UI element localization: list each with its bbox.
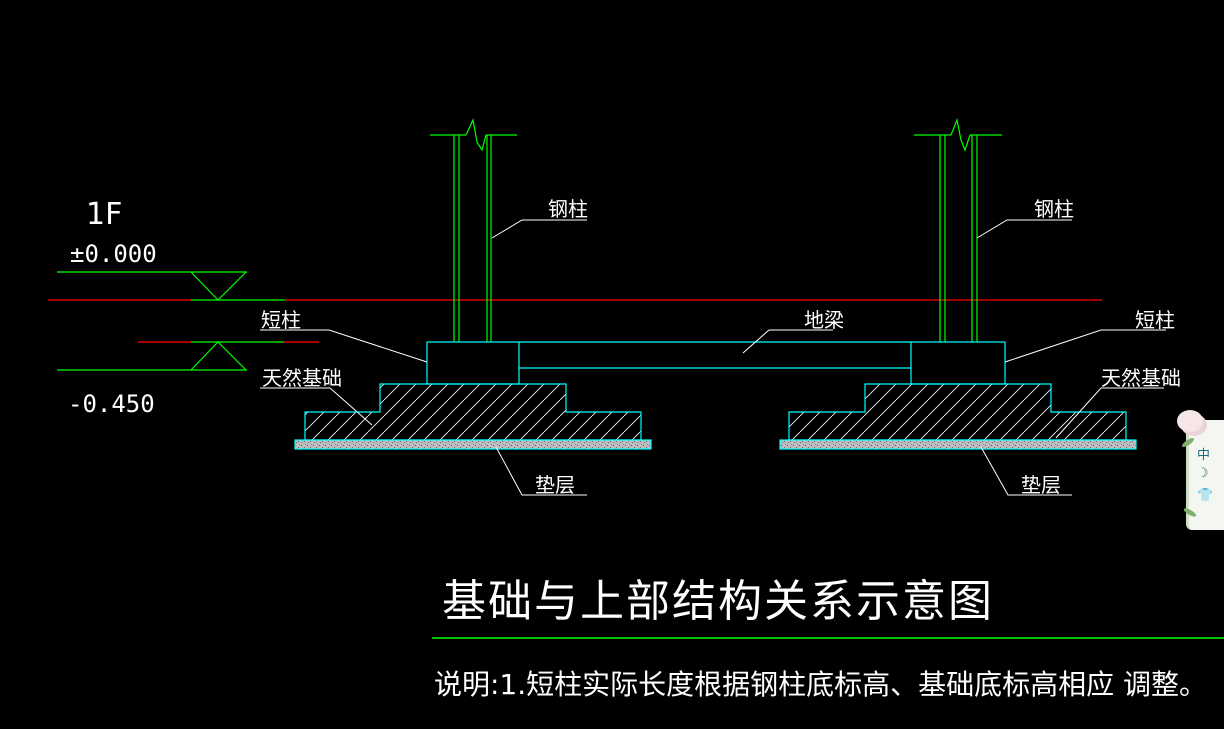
elevation-markers: 1F ±0.000 -0.450 bbox=[48, 197, 1102, 418]
label-short-column-left: 短柱 bbox=[261, 308, 301, 332]
label-cushion-left: 垫层 bbox=[535, 473, 575, 497]
short-column-right bbox=[910, 341, 1006, 385]
break-line-icon bbox=[465, 118, 487, 152]
left-foundation-assembly bbox=[294, 118, 652, 450]
elevation-bottom-triangle bbox=[190, 341, 247, 371]
label-ground-beam: 地梁 bbox=[804, 308, 844, 332]
drawing-note: 说明:1.短柱实际长度根据钢柱底标高、基础底标高相应 调整。 bbox=[434, 668, 1207, 701]
label-steel-column-left: 钢柱 bbox=[548, 197, 588, 221]
elevation-bottom-label: -0.450 bbox=[68, 390, 155, 418]
shirt-icon[interactable]: 👕 bbox=[1197, 488, 1214, 503]
short-column-left bbox=[426, 341, 520, 385]
ground-beam bbox=[519, 341, 911, 369]
label-cushion-right: 垫层 bbox=[1021, 473, 1061, 497]
break-line-icon bbox=[950, 117, 971, 152]
steel-column-left bbox=[430, 118, 517, 342]
cushion-left bbox=[294, 439, 652, 450]
leaders bbox=[260, 219, 1166, 496]
right-foundation-assembly bbox=[779, 117, 1137, 450]
natural-foundation-left bbox=[304, 383, 642, 441]
flower-decoration-icon bbox=[1177, 410, 1203, 432]
label-steel-column-right: 钢柱 bbox=[1034, 197, 1074, 221]
labels: 钢柱 短柱 天然基础 垫层 地梁 钢柱 短柱 天然基础 垫层 bbox=[261, 197, 1181, 497]
natural-foundation-right bbox=[788, 383, 1127, 441]
drawing-title: 基础与上部结构关系示意图 bbox=[442, 576, 994, 627]
elevation-top-triangle bbox=[190, 271, 247, 301]
label-natural-foundation-right: 天然基础 bbox=[1101, 366, 1181, 390]
cushion-right bbox=[779, 439, 1137, 450]
steel-column-right bbox=[914, 117, 1002, 342]
moon-icon[interactable]: ☽ bbox=[1197, 466, 1209, 481]
floor-label: 1F bbox=[86, 197, 122, 232]
language-toggle-icon[interactable]: 中 bbox=[1197, 448, 1211, 463]
elevation-top-label: ±0.000 bbox=[70, 240, 157, 268]
label-natural-foundation-left: 天然基础 bbox=[262, 366, 342, 390]
label-short-column-right: 短柱 bbox=[1135, 308, 1175, 332]
floating-widget[interactable]: 中 ☽ 👕 bbox=[1177, 410, 1224, 530]
